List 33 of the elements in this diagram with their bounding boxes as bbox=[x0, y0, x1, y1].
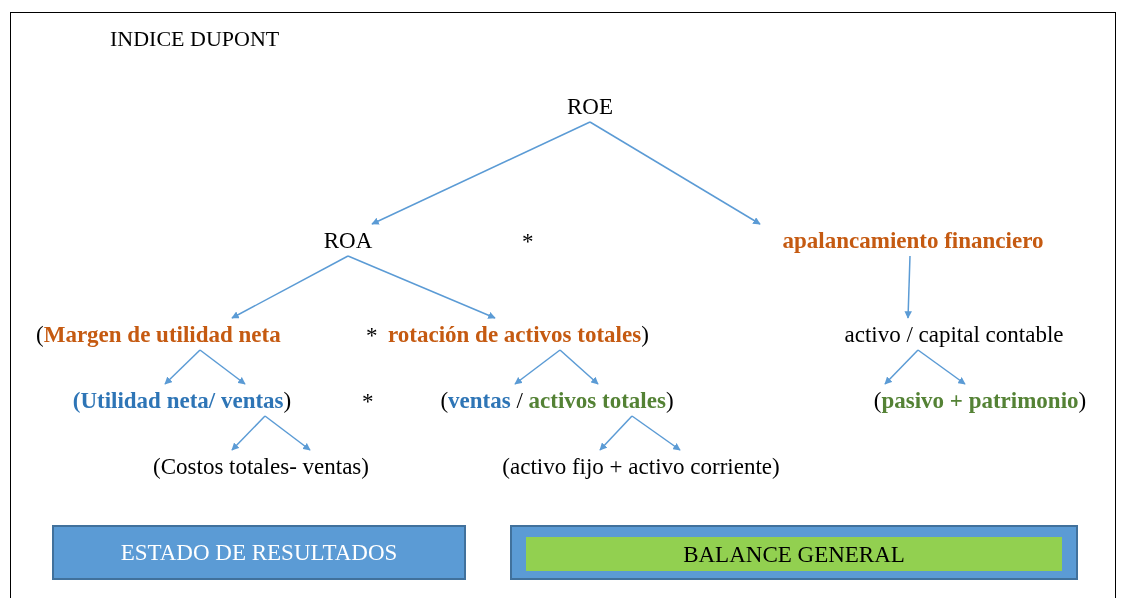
outer-box bbox=[510, 525, 1078, 580]
arrow bbox=[347, 255, 496, 319]
formula-text: (ventas / activos totales) bbox=[404, 384, 710, 416]
arrow bbox=[164, 349, 201, 385]
arrow bbox=[231, 255, 349, 319]
arrow bbox=[884, 349, 919, 385]
arrow bbox=[231, 415, 266, 451]
formula-text: ROE bbox=[555, 90, 625, 122]
statement-box: ESTADO DE RESULTADOS bbox=[52, 525, 466, 580]
multiply-sign: * bbox=[522, 230, 534, 253]
formula-text: activo / capital contable bbox=[806, 318, 1102, 350]
arrow bbox=[199, 349, 246, 385]
formula-text: (activo fijo + activo corriente) bbox=[458, 450, 824, 482]
arrow bbox=[589, 121, 761, 225]
multiply-sign: * bbox=[366, 324, 378, 347]
formula-text: ROA bbox=[312, 224, 384, 256]
diagram-title: INDICE DUPONT bbox=[110, 28, 280, 50]
formula-text: rotación de activos totales) bbox=[388, 318, 730, 350]
formula-text: apalancamiento financiero bbox=[735, 224, 1091, 256]
formula-text: (Utilidad neta/ ventas) bbox=[36, 384, 328, 416]
arrow bbox=[514, 349, 561, 385]
arrow bbox=[559, 349, 599, 385]
formula-text: (Costos totales- ventas) bbox=[118, 450, 404, 482]
statement-box: BALANCE GENERAL bbox=[526, 537, 1062, 571]
formula-text: (Margen de utilidad neta bbox=[36, 318, 358, 350]
arrow bbox=[599, 415, 633, 451]
arrow bbox=[371, 121, 591, 225]
formula-text: (pasivo + patrimonio) bbox=[838, 384, 1122, 416]
arrow bbox=[904, 255, 912, 319]
arrow bbox=[917, 349, 966, 385]
arrow bbox=[631, 415, 681, 451]
arrow bbox=[264, 415, 311, 451]
multiply-sign: * bbox=[362, 390, 374, 413]
